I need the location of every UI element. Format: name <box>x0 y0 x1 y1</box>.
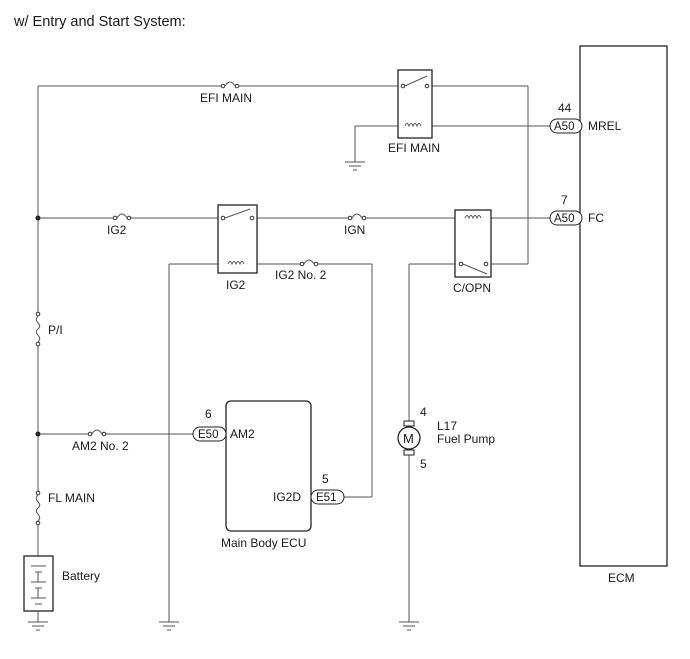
fuse-ign <box>347 213 367 221</box>
e50-connector-label: E50 <box>198 429 218 441</box>
fuse-ig2 <box>112 213 132 221</box>
a50-mrel-connector-label: A50 <box>554 121 574 133</box>
ig2-relay-label: IG2 <box>226 278 246 292</box>
fl-main-label: FL MAIN <box>48 491 95 505</box>
ig2-fuse-label: IG2 <box>107 223 127 237</box>
ground-symbol <box>159 621 179 631</box>
fuel-pump-id: L17 <box>437 419 457 433</box>
fuel-pump-motor: M <box>397 420 421 456</box>
main-body-ecu-label: Main Body ECU <box>221 536 306 550</box>
efi-main-relay <box>397 69 433 139</box>
fc-signal-label: FC <box>588 211 604 225</box>
fuse-efi-main <box>220 81 240 89</box>
copn-relay-label: C/OPN <box>453 281 491 295</box>
ig2d-pin-number: 5 <box>322 472 329 486</box>
am2-no2-fuse-label: AM2 No. 2 <box>72 439 129 453</box>
mrel-pin-number: 44 <box>558 101 572 115</box>
e50-connector <box>192 426 227 442</box>
ecm-label: ECM <box>608 571 635 585</box>
ig2d-signal-label: IG2D <box>273 490 301 504</box>
a50-fc-connector <box>549 210 583 226</box>
fuel-pump-label: Fuel Pump <box>437 432 495 446</box>
battery-symbol <box>23 555 54 612</box>
ground-symbol <box>28 621 48 631</box>
copn-relay <box>454 209 492 278</box>
ground-symbol <box>345 161 365 171</box>
motor-symbol: M <box>403 431 414 446</box>
a50-mrel-connector <box>549 118 583 134</box>
am2-signal-label: AM2 <box>230 427 255 441</box>
ig2-relay <box>217 204 258 274</box>
pi-fuse-label: P/I <box>48 323 63 337</box>
fc-pin-number: 7 <box>561 193 568 207</box>
efi-main-fuse-label: EFI MAIN <box>200 91 252 105</box>
am2-pin-number: 6 <box>205 407 212 421</box>
mrel-signal-label: MREL <box>588 119 622 133</box>
wires <box>37 85 550 622</box>
battery-label: Battery <box>62 569 100 583</box>
main-body-ecu-box <box>225 400 312 532</box>
fuse-am2-no2 <box>87 429 107 437</box>
ground-symbol <box>399 621 419 631</box>
fusible-link-fl-main <box>35 490 41 526</box>
pump-pin-bottom: 5 <box>420 457 427 471</box>
e51-connector-label: E51 <box>316 492 336 504</box>
diagram-title: w/ Entry and Start System: <box>13 14 186 30</box>
efi-main-relay-label: EFI MAIN <box>388 141 440 155</box>
junction-dot <box>35 215 41 221</box>
pump-pin-top: 4 <box>420 405 427 419</box>
ecm-box <box>579 45 668 567</box>
fusible-link-pi <box>35 311 41 347</box>
ig2-no2-fuse-label: IG2 No. 2 <box>275 268 327 282</box>
e51-connector <box>310 489 345 505</box>
junction-dot <box>35 431 41 437</box>
fuse-ig2-no2 <box>299 259 319 267</box>
ign-fuse-label: IGN <box>344 223 365 237</box>
a50-fc-connector-label: A50 <box>554 213 574 225</box>
